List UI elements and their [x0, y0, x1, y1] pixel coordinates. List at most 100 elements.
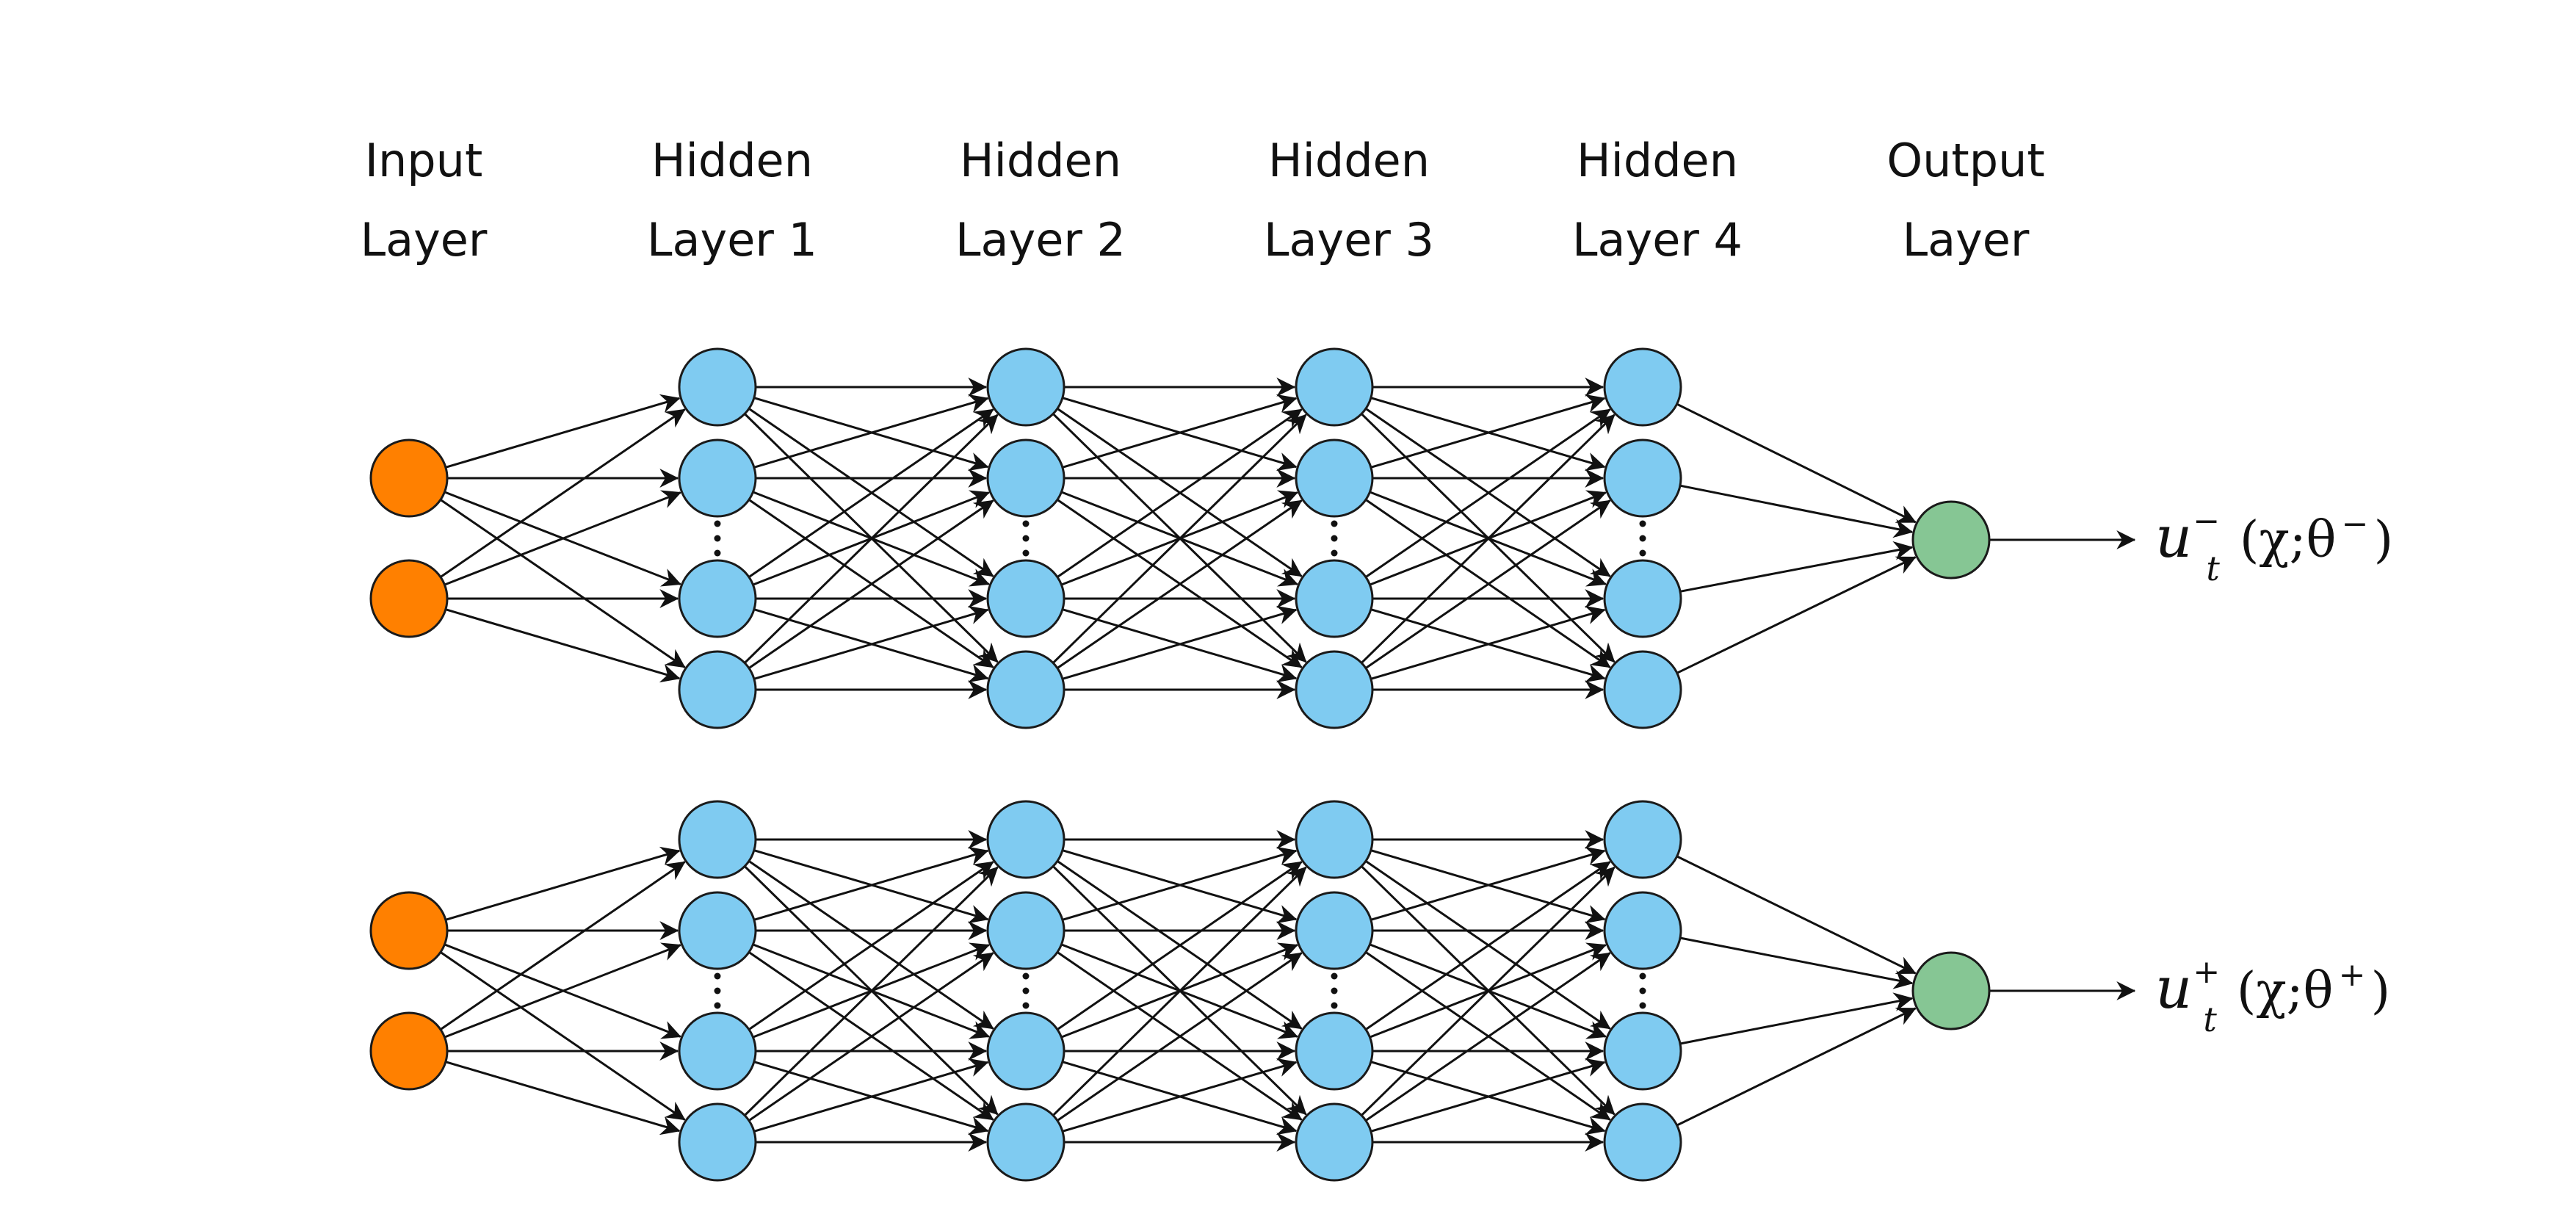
edge-plus-h1n1-h2n0 — [753, 846, 989, 921]
edge-plus-h2n3-h3n0 — [1052, 866, 1307, 1116]
hidden-layer-2-label-line2: Layer 2 — [955, 213, 1126, 267]
edge-minus-h2n2-h3n0 — [1057, 408, 1303, 578]
edge-plus-h3n2-h4n0 — [1365, 861, 1611, 1030]
network-nodes — [369, 347, 1991, 1182]
network-edges — [440, 378, 2136, 1152]
ellipsis-minus-l3 — [1331, 520, 1338, 557]
edge-plus-h3n1-h4n0 — [1370, 846, 1606, 921]
input-node-minus-1 — [369, 438, 449, 518]
output-minus-sup: − — [2193, 502, 2220, 540]
edge-plus-h2n1-h3n0 — [1062, 846, 1298, 921]
hidden-node-plus-l3-4 — [1295, 1102, 1374, 1182]
hidden-node-minus-l1-3 — [678, 559, 757, 638]
hidden-ellipses — [714, 520, 1646, 1009]
layer-labels: Input Layer Hidden Layer 1 Hidden Layer … — [361, 134, 2045, 267]
hidden-node-plus-l4-4 — [1603, 1102, 1682, 1182]
edge-minus-h1n3-h2n1 — [748, 499, 994, 669]
hidden-node-plus-l3-3 — [1295, 1011, 1374, 1091]
hidden-node-minus-l4-2 — [1603, 438, 1682, 518]
hidden-node-plus-l3-2 — [1295, 891, 1374, 970]
hidden-layer-4-label-line2: Layer 4 — [1572, 213, 1743, 267]
ellipsis-plus-l4 — [1639, 972, 1646, 1009]
edge-plus-h4n3-out — [1676, 1007, 1917, 1127]
edge-minus-h4n2-out — [1679, 541, 1914, 593]
hidden-node-plus-l4-2 — [1603, 891, 1682, 970]
hidden-layer-3-label-line2: Layer 3 — [1264, 213, 1434, 267]
edge-plus-in0-h1n0 — [445, 846, 681, 921]
ellipsis-minus-l2 — [1022, 520, 1030, 557]
hidden-node-minus-l3-4 — [1295, 650, 1374, 729]
input-layer-label-line2: Layer — [361, 213, 488, 267]
hidden-layer-3-label-line1: Hidden — [1268, 134, 1430, 187]
hidden-layer-1-label-line2: Layer 1 — [647, 213, 817, 267]
hidden-node-plus-l4-1 — [1603, 800, 1682, 879]
hidden-node-minus-l3-2 — [1295, 438, 1374, 518]
hidden-node-minus-l4-3 — [1603, 559, 1682, 638]
edge-plus-h3n3-h4n1 — [1365, 952, 1611, 1122]
edge-minus-in1-h1n0 — [440, 408, 686, 578]
output-plus-base: u — [2155, 956, 2192, 1022]
edge-plus-in1-h1n1 — [444, 942, 681, 1039]
input-node-minus-2 — [369, 559, 449, 638]
output-node-plus — [1911, 951, 1991, 1030]
hidden-layer-4-label-line1: Hidden — [1577, 134, 1738, 187]
output-minus-sub: t — [2206, 549, 2220, 588]
edge-plus-in0-h1n3 — [440, 951, 686, 1121]
output-layer-label-line2: Layer — [1903, 213, 2030, 267]
hidden-node-plus-l2-1 — [986, 800, 1066, 879]
edge-minus-h3n3-h4n0 — [1361, 414, 1616, 664]
edge-minus-h1n3-h2n2 — [753, 605, 989, 680]
ellipsis-minus-l1 — [714, 520, 721, 557]
edge-plus-h1n3-h2n2 — [753, 1058, 989, 1133]
edge-minus-h4n0-out — [1676, 402, 1917, 524]
hidden-node-minus-l1-4 — [678, 650, 757, 729]
edge-plus-h2n3-h3n1 — [1057, 952, 1303, 1122]
hidden-node-minus-l4-4 — [1603, 650, 1682, 729]
hidden-node-plus-l2-4 — [986, 1102, 1066, 1182]
edge-minus-h3n1-h4n0 — [1370, 394, 1606, 469]
hidden-node-minus-l3-3 — [1295, 559, 1374, 638]
hidden-node-minus-l1-1 — [678, 347, 757, 427]
edge-plus-h1n2-h2n0 — [748, 861, 994, 1030]
output-minus-args: (χ;θ — [2240, 511, 2337, 569]
edge-minus-h3n3-h4n2 — [1370, 605, 1606, 680]
output-minus-base: u — [2155, 505, 2192, 571]
hidden-layer-2-label-line1: Hidden — [960, 134, 1121, 187]
edge-minus-h3n2-h4n0 — [1365, 408, 1611, 578]
input-node-plus-2 — [369, 1011, 449, 1091]
edge-minus-h2n1-h3n0 — [1062, 394, 1298, 469]
edge-plus-h2n3-h3n2 — [1062, 1058, 1298, 1133]
hidden-node-plus-l1-3 — [678, 1011, 757, 1091]
edge-plus-h3n3-h4n2 — [1370, 1058, 1606, 1133]
edge-minus-h2n3-h3n1 — [1057, 499, 1303, 669]
edge-plus-h1n3-h2n1 — [748, 952, 994, 1122]
edge-minus-h1n1-h2n0 — [753, 394, 989, 469]
output-plus-close: ) — [2371, 962, 2391, 1020]
edge-plus-h4n1-out — [1679, 936, 1914, 989]
edge-minus-h3n3-h4n1 — [1365, 499, 1611, 669]
edge-minus-in1-h1n1 — [444, 490, 681, 586]
edge-plus-h2n2-h3n0 — [1057, 861, 1303, 1030]
input-layer-label-line1: Input — [365, 134, 483, 187]
output-node-minus — [1911, 500, 1991, 580]
ellipsis-plus-l3 — [1331, 972, 1338, 1009]
edge-plus-h4n0-out — [1676, 855, 1917, 975]
edge-minus-h1n2-h2n0 — [748, 408, 994, 578]
edge-minus-h2n3-h3n2 — [1062, 605, 1298, 680]
output-formula-minus: u − t (χ;θ − ) — [2155, 502, 2393, 588]
ellipsis-minus-l4 — [1639, 520, 1646, 557]
edge-plus-in1-h1n3 — [445, 1061, 681, 1136]
hidden-node-plus-l2-2 — [986, 891, 1066, 970]
edge-minus-in0-h1n0 — [445, 394, 681, 469]
output-plus-sub: t — [2203, 1000, 2217, 1039]
hidden-node-plus-l2-3 — [986, 1011, 1066, 1091]
output-plus-args-sup: + — [2339, 956, 2366, 994]
edge-minus-h2n3-h3n0 — [1052, 414, 1307, 664]
hidden-node-minus-l2-2 — [986, 438, 1066, 518]
hidden-node-plus-l4-3 — [1603, 1011, 1682, 1091]
hidden-node-minus-l1-2 — [678, 438, 757, 518]
hidden-node-minus-l2-1 — [986, 347, 1066, 427]
output-plus-args: (χ;θ — [2237, 962, 2334, 1020]
edge-minus-in1-h1n3 — [445, 608, 681, 683]
